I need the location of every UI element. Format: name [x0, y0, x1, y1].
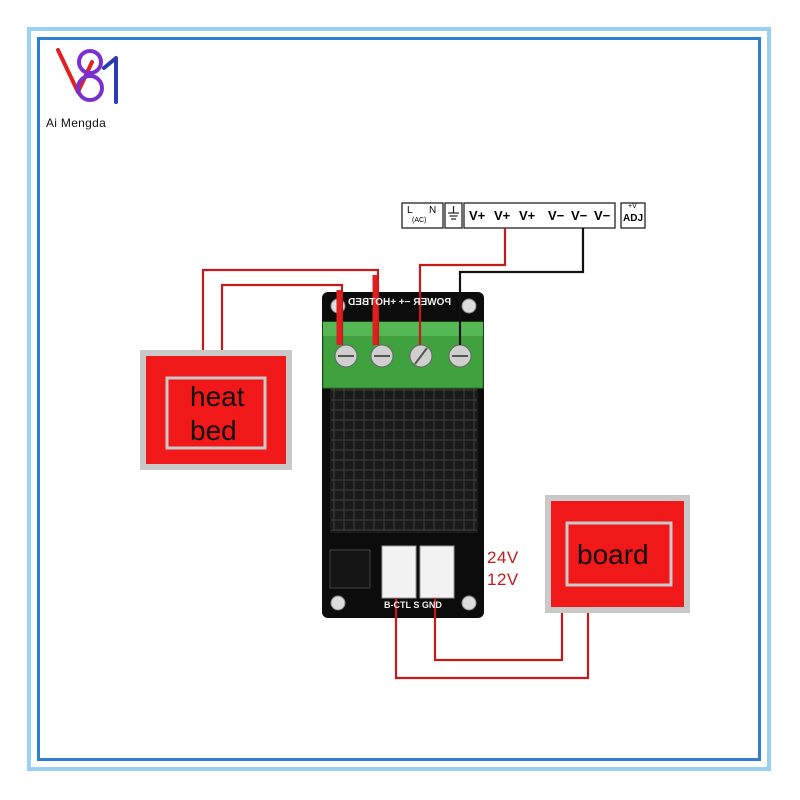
brand-name: Ai Mengda [46, 116, 107, 130]
signal-connector [381, 545, 417, 599]
ground-icon [448, 206, 459, 220]
screw-terminal-icon [322, 321, 484, 389]
outer-frame [27, 27, 771, 771]
board-label: board [577, 539, 649, 570]
heatbed-wire-a [201, 268, 380, 350]
mounting-hole [461, 595, 477, 611]
inner-frame [37, 37, 761, 761]
wires [201, 228, 590, 680]
voltage-12v: 12V [487, 570, 519, 589]
mounting-hole [330, 595, 346, 611]
heatbed-wire-b [220, 283, 344, 350]
power-supply-terminals [401, 202, 646, 229]
psu-ac-label: (AC) [412, 217, 427, 224]
psu-vminus-3: V− [594, 208, 611, 223]
heatsink-icon [330, 383, 478, 533]
psu-vminus-1: V− [548, 208, 565, 223]
heat-bed-label-line2: bed [190, 415, 237, 446]
mounting-hole [461, 298, 477, 314]
psu-vminus-wire [458, 228, 585, 345]
mosfet-chip [329, 549, 371, 589]
psu-vminus-2: V− [571, 208, 588, 223]
board-signal-wire [394, 598, 590, 680]
psu-vplus-3: V+ [519, 208, 536, 223]
voltage-24v: 24V [487, 548, 519, 567]
mosfet-module [322, 292, 484, 618]
gnd-connector [419, 545, 455, 599]
adj-top-label: +V [628, 203, 637, 210]
adj-label: ADJ [623, 213, 644, 224]
dc-output-box [463, 202, 616, 229]
module-top-label: POWER −+ +HOTBED [348, 297, 452, 308]
psu-vplus-2: V+ [494, 208, 511, 223]
adj-box [620, 202, 646, 229]
psu-vplus-wire [418, 228, 507, 345]
psu-n-label: N [429, 205, 437, 216]
psu-l-label: L [407, 205, 413, 216]
board-gnd-wire [433, 598, 564, 662]
ac-input-box [401, 202, 444, 229]
heat-bed-label-line1: heat [190, 381, 245, 412]
ai-mengda-logo-icon [56, 48, 118, 104]
psu-vplus-1: V+ [469, 208, 486, 223]
module-bottom-label: B-CTL S GND [384, 600, 442, 610]
board-box [545, 495, 690, 613]
heat-bed-box [140, 350, 292, 470]
